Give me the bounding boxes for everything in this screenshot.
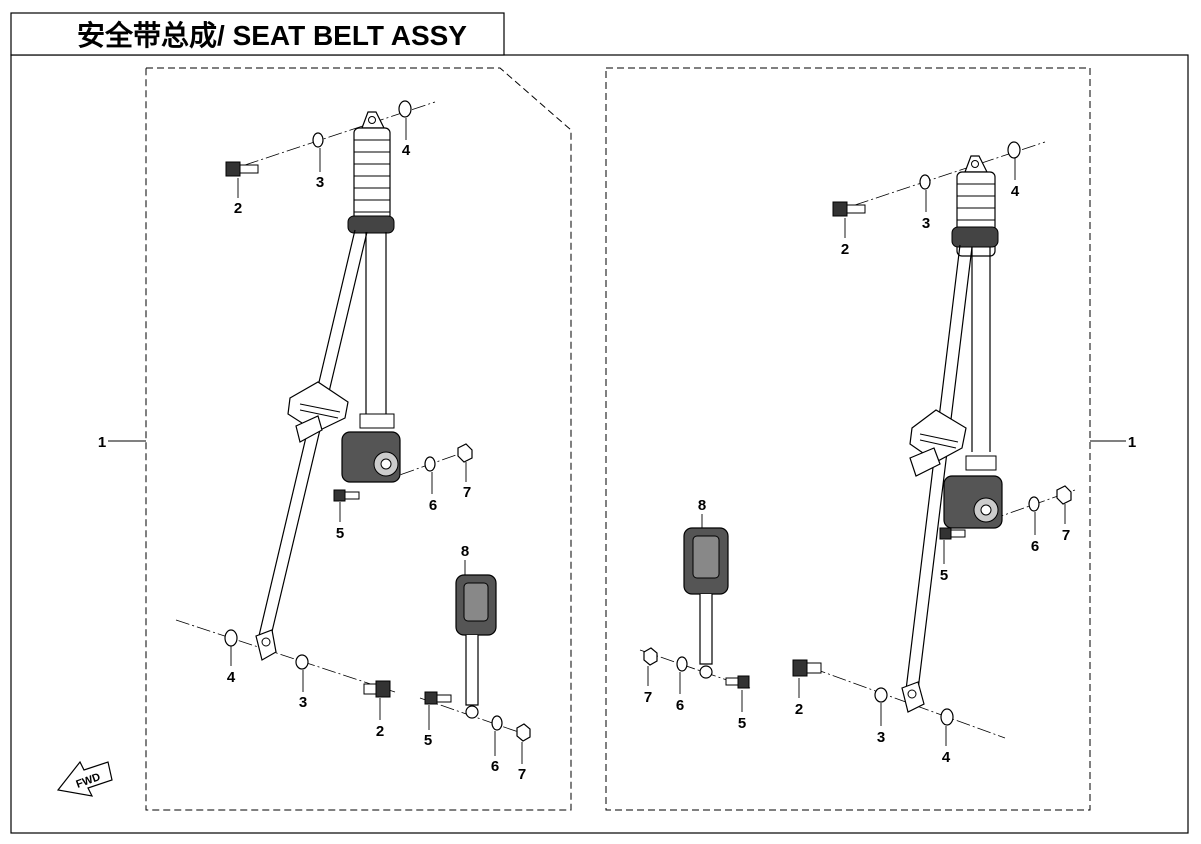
- nut: [643, 647, 658, 666]
- page-frame: [10, 54, 1189, 834]
- bolt: [363, 680, 391, 698]
- belt-sleeve: [353, 127, 391, 221]
- title-box: 安全带总成/ SEAT BELT ASSY: [10, 12, 505, 56]
- part-callout: 3: [877, 729, 885, 746]
- part-callout: 2: [795, 701, 803, 718]
- assembly-callout: 1: [1128, 434, 1136, 451]
- part-callout: 2: [841, 241, 849, 258]
- nut: [1056, 485, 1072, 505]
- part-callout: 5: [424, 732, 432, 749]
- spacer: [919, 174, 931, 190]
- part-callout: 7: [518, 766, 526, 783]
- part-callout: 4: [227, 669, 236, 686]
- part-callout: 7: [1062, 527, 1070, 544]
- part-callout: 6: [491, 758, 499, 775]
- spacer: [312, 132, 324, 148]
- belt-webbing: [365, 232, 387, 418]
- part-callout: 5: [738, 715, 746, 732]
- part-callout: 5: [336, 525, 344, 542]
- assembly-right: 1: [605, 67, 1136, 811]
- bolt: [939, 527, 966, 540]
- webbing-guide: [347, 215, 395, 234]
- retractor: [943, 455, 1003, 529]
- part-callout: 6: [676, 697, 684, 714]
- part-callout: 2: [376, 723, 384, 740]
- nut: [457, 443, 473, 463]
- washer: [1007, 141, 1021, 159]
- bolt: [333, 489, 360, 502]
- part-callout: 7: [644, 689, 652, 706]
- washer: [424, 456, 436, 472]
- bolt: [832, 201, 866, 217]
- washer: [940, 708, 954, 726]
- webbing-guide: [951, 226, 999, 248]
- assembly-right-boundary: [605, 67, 1091, 811]
- part-callout: 3: [299, 694, 307, 711]
- tongue-plate: [909, 409, 967, 477]
- part-callout: 3: [922, 215, 930, 232]
- diagram-title: 安全带总成/ SEAT BELT ASSY: [77, 19, 467, 51]
- belt-webbing: [971, 247, 991, 452]
- washer: [1028, 496, 1040, 512]
- spacer: [295, 654, 309, 670]
- nut: [516, 723, 531, 742]
- seat-belt-buckle: [683, 527, 729, 679]
- part-callout: 8: [461, 543, 469, 560]
- part-callout: 4: [402, 142, 411, 159]
- bolt: [424, 691, 452, 705]
- assembly-left-boundary: [145, 67, 572, 811]
- part-callout: 8: [698, 497, 706, 514]
- retractor: [341, 413, 401, 483]
- part-callout: 6: [1031, 538, 1039, 555]
- bolt: [792, 659, 822, 677]
- washer: [398, 100, 412, 118]
- part-callout: 5: [940, 567, 948, 584]
- part-callout: 6: [429, 497, 437, 514]
- part-callout: 4: [1011, 183, 1020, 200]
- part-callout: 4: [942, 749, 951, 766]
- fwd-arrow-icon: FWD: [56, 760, 113, 797]
- washer: [676, 656, 688, 672]
- part-callout: 2: [234, 200, 242, 217]
- part-callout: 7: [463, 484, 471, 501]
- bolt: [725, 675, 750, 689]
- bolt: [225, 161, 259, 177]
- washer: [224, 629, 238, 647]
- tongue-plate: [287, 381, 349, 443]
- part-callout: 3: [316, 174, 324, 191]
- assembly-left: 1: [98, 67, 572, 811]
- seat-belt-buckle: [455, 574, 497, 719]
- assembly-callout: 1: [98, 434, 106, 451]
- spacer: [874, 687, 888, 703]
- washer: [491, 715, 503, 731]
